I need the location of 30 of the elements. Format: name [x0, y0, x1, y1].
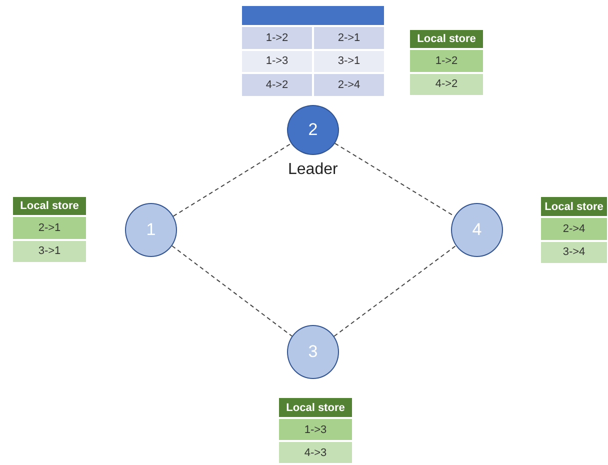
table-cell: 3->4 — [540, 240, 608, 264]
table-header: Local store — [409, 29, 484, 49]
table-cell: 1->2 — [241, 26, 313, 50]
table-cell: 4->2 — [241, 73, 313, 96]
circle-node — [125, 203, 177, 257]
dashed-connector — [172, 245, 292, 337]
dashed-connector — [334, 245, 456, 337]
dashed-connector — [172, 143, 292, 217]
table-cell: 4->2 — [409, 72, 484, 96]
table-cell: 2->1 — [313, 26, 385, 50]
circle-node — [287, 105, 339, 155]
table-cell: 2->4 — [540, 217, 608, 240]
table-header: Local store — [540, 196, 608, 217]
table-cell: 1->3 — [278, 418, 353, 441]
node-label: 4 — [472, 220, 482, 240]
node-caption: Leader — [288, 161, 338, 179]
circle-node — [451, 203, 503, 257]
table-header: Local store — [12, 196, 87, 216]
table-cell: 1->2 — [409, 49, 484, 72]
table-cell: 3->1 — [313, 50, 385, 73]
table-cell: 2->4 — [313, 73, 385, 96]
table-cell: 3->1 — [12, 240, 87, 263]
table-cell: 2->1 — [12, 216, 87, 240]
node-label: 3 — [308, 342, 318, 362]
node-label: 2 — [308, 120, 318, 140]
table-cell: 1->3 — [241, 50, 313, 73]
table-cell: 4->3 — [278, 441, 353, 464]
node-label: 1 — [146, 220, 156, 240]
table-header: Local store — [278, 397, 353, 418]
circle-node — [287, 325, 339, 379]
